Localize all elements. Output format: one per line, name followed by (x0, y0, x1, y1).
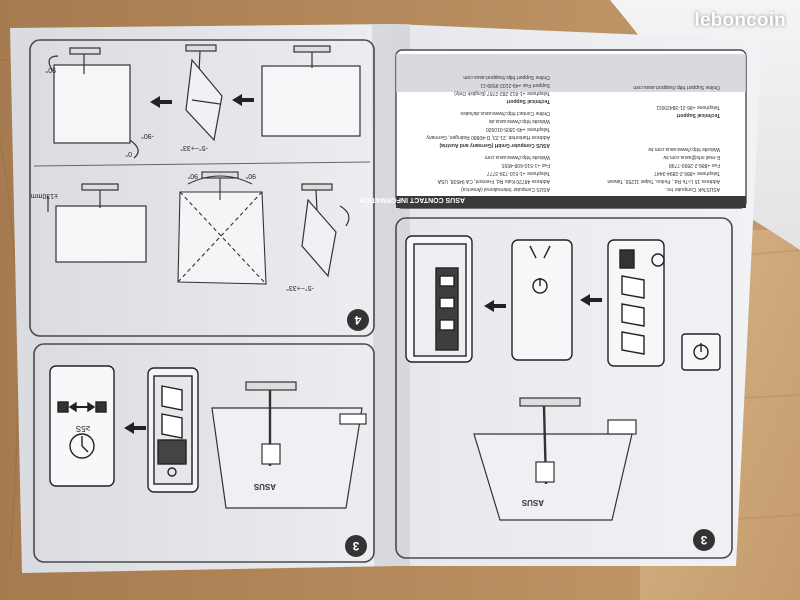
brand-mark-left: ASUS (253, 482, 276, 491)
swivel-label-b: 90° (245, 172, 256, 180)
contact-title: ASUS CONTACT INFORMATION (359, 196, 465, 203)
stand-tilt-figure (185, 44, 223, 142)
contact-line: Support Fax +49-2102-9599-11 (480, 82, 550, 88)
contact-line: Telephone +86-21-38429911 (656, 104, 720, 110)
tilt-side-figure (301, 183, 350, 278)
arrow-left-icon (150, 96, 160, 108)
arrow-left-icon (124, 422, 134, 434)
step-badge-3-right (693, 529, 715, 551)
contact-line: Address Harkortstr. 21-23, D-40880 Ratin… (426, 134, 550, 140)
instruction-panel-4: 90° -90° 0° -5°~+33° ±130mm (29, 39, 375, 337)
contact-line: Telephone +49-1805-010920 (486, 126, 550, 132)
monitor-rotation-figure (48, 47, 139, 159)
contact-line: Technical Support (676, 112, 720, 118)
height-adjust-figure (47, 183, 147, 263)
contact-line: Address 15 Li-Te Rd., Peitou, Taipei 112… (607, 178, 720, 184)
contact-line: Fax +886-2-2890-7798 (669, 162, 720, 168)
contact-line: Online Support http://support.asus.com (633, 84, 720, 90)
swivel-label-a: 90° (187, 172, 198, 180)
contact-line: Website http://www.asus.de (488, 118, 550, 124)
height-label: ±130mm (31, 192, 58, 199)
contact-line: Telephone +1-812-282-2787 (English Only) (454, 90, 550, 96)
side-buttons-figure (607, 239, 665, 367)
brand-mark-right: ASUS (521, 498, 544, 507)
joystick-hold-label: ≥5S (76, 424, 90, 433)
power-button-icon (681, 333, 721, 371)
power-press-figure (511, 239, 573, 361)
step-number-3-left: 3 (352, 539, 359, 553)
contact-line: ASUS Computer GmbH (Germany and Austria) (439, 142, 550, 148)
contact-line: Website http://www.asus.com (485, 154, 550, 160)
contact-line: ASUSTeK Computer Inc. (665, 186, 720, 192)
contact-info-box: ASUS CONTACT INFORMATION ASUSTeK Compute… (359, 49, 747, 209)
instruction-panel-3-left: ≥5S ASUS 3 (33, 343, 375, 563)
step-number-3-right: 3 (700, 533, 707, 547)
monitor-side-buttons-figure (147, 367, 199, 493)
tilt-range-label-a: -5°~+33° (180, 144, 208, 152)
arrow-left-icon (232, 94, 242, 106)
contact-line: ASUS Computer International (America) (461, 186, 550, 192)
step-badge-4 (347, 309, 369, 331)
arrow-left-icon (484, 300, 494, 312)
monitor-rear-figure (211, 381, 367, 509)
contact-line: E-mail info@asus.com.tw (663, 154, 720, 160)
tilt-label-neg90: -90° (141, 132, 154, 140)
monitor-front-figure (261, 45, 361, 137)
contact-line: Address 48720 Kato Rd, Fremont, CA 94538… (437, 178, 550, 184)
monitor-rear-figure-right (473, 397, 637, 521)
leboncoin-watermark: leboncoin (694, 10, 786, 31)
contact-line: Telephone +886-2-2894-3447 (654, 170, 720, 176)
contact-line: Fax +1-510-608-4555 (502, 162, 550, 168)
contact-line: Telephone +1-510-739-3777 (487, 170, 550, 176)
contact-line: Website http://www.asus.com.tw (648, 146, 720, 152)
contact-line: Online Support http://support.asus.com (463, 74, 550, 80)
step-number-4: 4 (354, 313, 361, 327)
joystick-detail-figure (49, 365, 115, 487)
tilt-label-90-a: 90° (45, 66, 56, 74)
instruction-panel-3-right: ASUS 3 (395, 217, 733, 559)
tilt-range-label-b: -5°~+33° (286, 284, 314, 292)
osd-menu-figure (405, 235, 473, 363)
contact-line: Online Contact http://www.asus.de/sales (460, 110, 550, 116)
arrow-left-icon (580, 294, 590, 306)
tilt-label-0-a: 0° (125, 150, 132, 158)
contact-line: Technical Support (506, 98, 550, 104)
swivel-figure (177, 171, 267, 285)
step-badge-3-left (345, 535, 367, 557)
